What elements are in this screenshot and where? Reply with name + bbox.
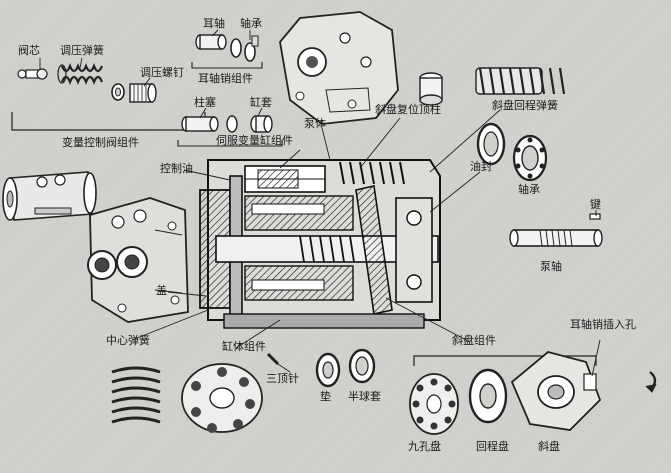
label-half-ball-sleeve: 半球套 <box>348 390 381 403</box>
label-adjust-spring: 调压弹簧 <box>60 44 104 57</box>
leader-lines <box>39 29 601 377</box>
pump-body-housing <box>279 11 399 125</box>
label-plug-post: 柱塞 <box>194 96 216 109</box>
label-swash-return-spring: 斜盘回程弹簧 <box>492 99 558 112</box>
servo-group-bracket <box>177 140 283 147</box>
label-adjust-screw: 调压螺钉 <box>140 66 184 79</box>
cover-part <box>87 197 189 323</box>
label-center-spring: 中心弹簧 <box>106 334 150 347</box>
oil-seal-part <box>476 122 506 166</box>
label-swash-plate: 斜盘 <box>538 440 560 453</box>
control-valve-body <box>2 171 97 221</box>
swash-return-spring-part <box>475 67 566 95</box>
label-pump-shaft: 泵轴 <box>540 260 562 273</box>
center-spring-part <box>111 366 161 424</box>
label-control-oil: 控制油 <box>160 162 193 175</box>
label-cylinder-sleeve: 缸套 <box>250 96 272 109</box>
label-bearing-right: 轴承 <box>518 183 540 196</box>
label-cover: 盖 <box>156 284 167 297</box>
adjust-washer-part <box>111 83 125 101</box>
ear-shaft-part <box>195 34 227 50</box>
label-ear-shaft: 耳轴 <box>203 17 225 30</box>
main-section-view <box>199 159 441 329</box>
label-three-pins: 三顶针 <box>266 372 299 385</box>
plug-post-part <box>181 116 219 132</box>
bearing-top-part <box>230 35 259 62</box>
label-valve-core: 阀芯 <box>18 44 40 57</box>
bearing-right-part <box>512 134 548 182</box>
cylinder-block-part <box>181 363 263 433</box>
ear-pin-group-bracket <box>191 62 263 69</box>
label-ear-pin-group: 耳轴销组件 <box>198 72 253 85</box>
label-key: 键 <box>590 198 601 211</box>
valve-core-part <box>17 68 48 80</box>
adjust-spring-part <box>57 63 104 85</box>
label-servo-cylinder-group: 伺服变量缸组件 <box>216 134 293 147</box>
key-part <box>589 213 601 220</box>
swash-reset-post-part <box>419 72 443 106</box>
label-washer: 垫 <box>320 390 331 403</box>
half-ball-sleeve-part <box>348 348 376 384</box>
label-ear-pin-insert-hole: 耳轴销插入孔 <box>570 318 636 331</box>
label-nine-hole-plate: 九孔盘 <box>408 440 441 453</box>
label-return-plate: 回程盘 <box>476 440 509 453</box>
swash-plate-part <box>510 351 602 431</box>
label-variable-valve-group: 变量控制阀组件 <box>62 136 139 149</box>
three-pins-part <box>266 352 280 366</box>
label-pump-body: 泵体 <box>304 117 326 130</box>
label-swash-reset-post: 斜盘复位顶柱 <box>375 103 441 116</box>
pump-shaft-part <box>509 229 603 247</box>
return-plate-part <box>468 368 508 424</box>
adjust-screw-part <box>129 83 157 103</box>
nine-hole-plate-part <box>409 373 459 435</box>
swash-group-bracket <box>413 355 597 366</box>
label-cylinder-group: 缸体组件 <box>222 340 266 353</box>
cylinder-sleeve-part <box>226 115 273 133</box>
label-oil-seal: 油封 <box>470 160 492 173</box>
label-swash-group: 斜盘组件 <box>452 334 496 347</box>
label-bearing-top: 轴承 <box>240 17 262 30</box>
washer-part <box>315 352 341 388</box>
